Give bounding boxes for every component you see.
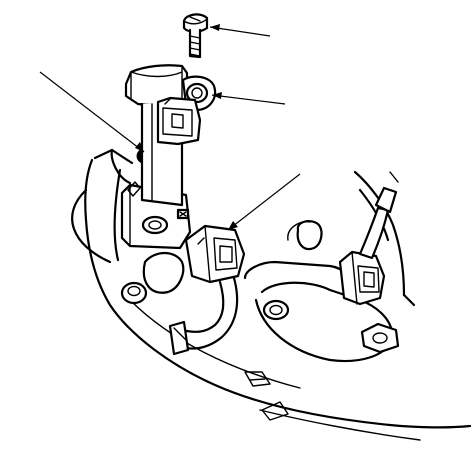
leader-line-o-ring — [39, 71, 145, 153]
wire-harness — [168, 276, 239, 356]
right-assembly — [243, 170, 416, 363]
leader-line-flange — [211, 94, 286, 105]
intake-manifold — [71, 148, 472, 441]
leader-lines — [39, 24, 301, 231]
mounting-boss — [120, 183, 192, 250]
leader-line-bolt — [209, 26, 271, 37]
leader-line-connector — [227, 173, 301, 231]
sensor — [124, 64, 217, 207]
bolt — [182, 13, 209, 59]
connector — [184, 224, 246, 284]
